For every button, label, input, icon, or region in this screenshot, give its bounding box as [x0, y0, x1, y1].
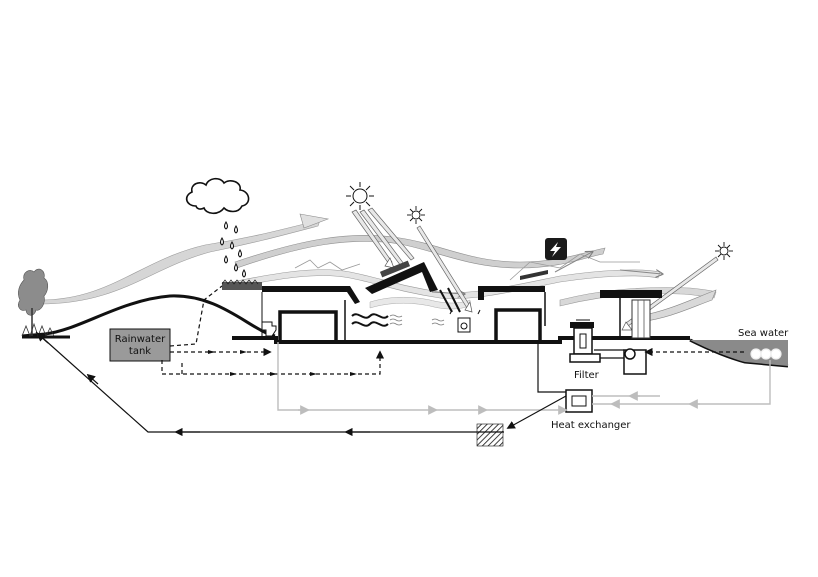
sea-water: [690, 340, 788, 366]
roof-slab-3: [478, 286, 545, 300]
wind-turbine-vents: [520, 270, 548, 280]
terrain: [21, 294, 789, 368]
rainwater-tank: [109, 328, 171, 362]
air-arrow-2: [619, 270, 662, 274]
sun-icon: [715, 242, 733, 260]
sea-water-intake-icon: [750, 348, 782, 360]
flow-arrows: [208, 350, 357, 376]
ray-arrowhead: [464, 301, 473, 313]
filter-unit: [569, 319, 601, 363]
roof-slab-2: [365, 262, 438, 294]
heat-exchanger-label: Heat exchanger: [551, 420, 631, 431]
rising-air-zigzag-1: [294, 259, 361, 271]
wind-flows: [39, 213, 717, 310]
ray-arrowhead: [384, 257, 395, 269]
speaker-icon: [449, 309, 481, 333]
rainwater-tank-label-line1: Rainwater: [115, 334, 166, 345]
filter-label: Filter: [574, 370, 600, 381]
sun-icon: [346, 182, 374, 210]
sea-water-label: Sea water: [738, 328, 789, 339]
roof-slab-4: [600, 290, 662, 298]
sea-water-intake-screen: [631, 299, 651, 339]
room-box-2: [494, 308, 542, 340]
cloud-icon: [185, 177, 250, 215]
raindrop-icon: [220, 221, 246, 278]
return-pipes: [35, 331, 624, 437]
room-box-1: [278, 310, 338, 340]
rainwater-tank-label-line2: tank: [129, 346, 151, 357]
heat-exchanger: [565, 389, 593, 413]
toilet-icon: [261, 321, 277, 337]
floor-slab: [232, 336, 690, 344]
hill-line: [21, 294, 276, 338]
roof-slab-1: [262, 286, 360, 304]
pump-icon: [623, 348, 647, 375]
wind-band-left: [39, 219, 321, 305]
lightning-icon: [545, 238, 567, 260]
ray-arrowhead: [621, 321, 633, 331]
wind-arrow-left: [299, 213, 330, 229]
rising-air-zigzag-2: [509, 253, 640, 281]
greywater-pipes: [277, 342, 771, 415]
wind-arrow-right: [639, 289, 717, 323]
heating-coil: [351, 313, 389, 327]
air-arrow-1: [554, 252, 592, 273]
green-roof: [222, 282, 262, 290]
ground-heat-exchanger: [476, 423, 504, 447]
sun-icon: [407, 206, 425, 224]
solar-panel: [379, 260, 411, 278]
